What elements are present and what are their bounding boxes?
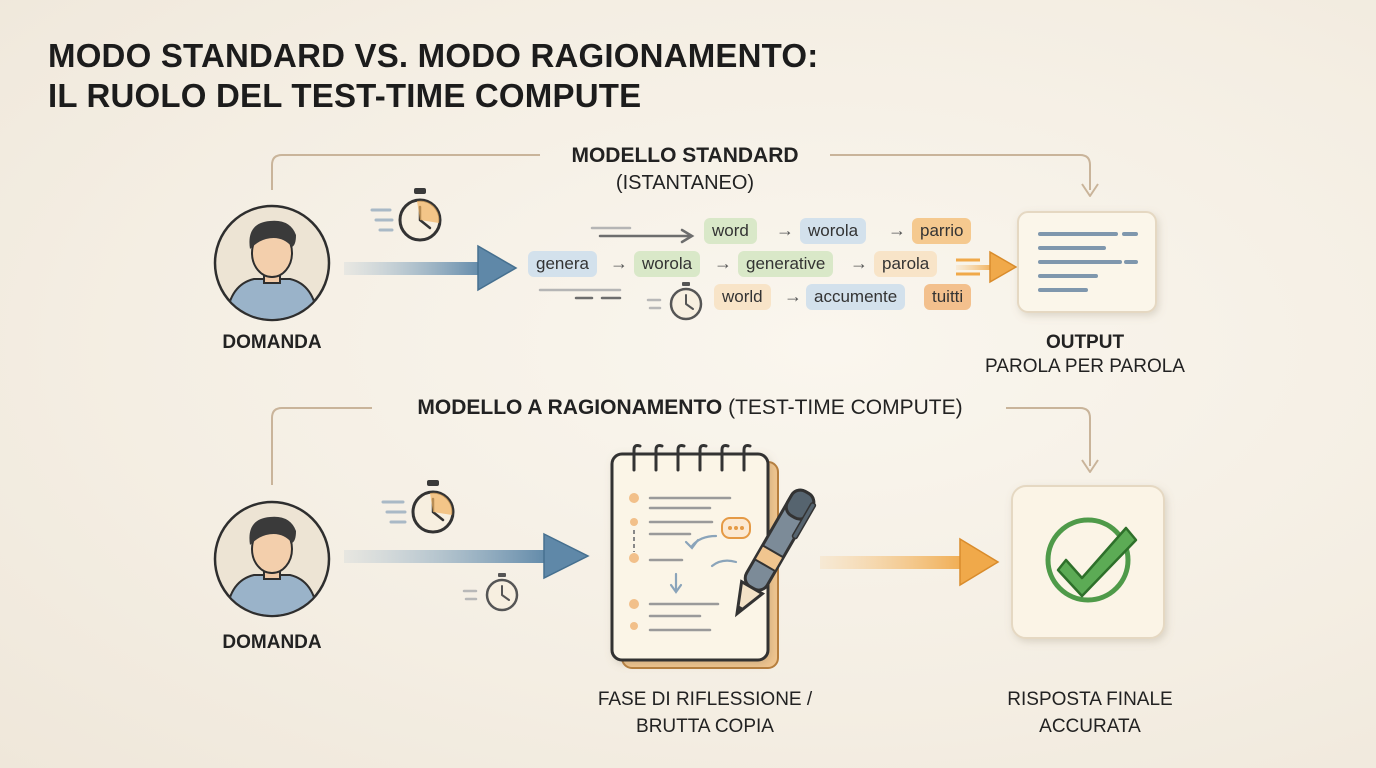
token-chip: genera [528,251,597,277]
token-chip: worola [634,251,701,277]
token-arrow: → [888,220,906,240]
output-arrow-reasoning [820,537,1000,587]
notepad-icon [610,444,779,669]
reasoning-heading-bold: MODELLO A RAGIONAMENTO [417,396,723,419]
token-chip: generative [738,251,834,277]
final-answer-line-1: RISPOSTA FINALE [1007,689,1173,710]
diagram-title: MODO STANDARD VS. MODO RAGIONAMENTO: IL … [48,36,818,116]
reflection-label-line-2: BRUTTA COPIA [636,716,774,737]
stopwatch-icon [370,188,442,242]
token-arrow: → [610,253,628,273]
stopwatch-icon [381,480,455,534]
reasoning-connector [271,407,1099,485]
standard-heading-text: MODELLO STANDARD [571,144,799,167]
final-answer-line-2: ACCURATA [1039,716,1141,737]
pen-icon [734,488,817,618]
reflection-label-line-1: FASE DI RIFLESSIONE / [597,689,813,710]
reasoning-heading-rest: (TEST-TIME COMPUTE) [728,396,963,419]
token-chip: parola [874,251,938,277]
output-label: OUTPUT [1045,332,1125,353]
input-arrow-standard [344,244,518,292]
token-arrow: → [784,286,802,306]
checkmark-icon [1011,485,1165,639]
final-answer-label: RISPOSTA FINALE ACCURATA [960,686,1220,740]
title-line-2: IL RUOLO DEL TEST-TIME COMPUTE [48,77,642,114]
stopwatch-icon [462,573,519,612]
input-arrow-reasoning [344,532,590,580]
domanda-label-reasoning: DOMANDA [222,632,322,653]
stopwatch-icon [646,282,703,321]
standard-subheading: (ISTANTANEO) [615,172,755,194]
token-speed-lines [538,226,695,300]
reasoning-heading: MODELLO A RAGIONAMENTO (TEST-TIME COMPUT… [370,396,1010,420]
standard-heading: MODELLO STANDARD [535,144,835,168]
token-chip: accumente [806,284,906,310]
token-arrow: → [776,220,794,240]
token-chip: worola [800,218,867,244]
token-chip: word [704,218,757,244]
token-chip: parrio [912,218,972,244]
token-chip: world [714,284,771,310]
output-sublabel: PAROLA PER PAROLA [985,356,1185,377]
person-icon [213,204,331,322]
document-icon [1017,211,1157,313]
standard-connector [271,154,1099,197]
domanda-label-standard: DOMANDA [222,332,322,353]
title-line-1: MODO STANDARD VS. MODO RAGIONAMENTO: [48,37,819,74]
reflection-phase-label: FASE DI RIFLESSIONE / BRUTTA COPIA [560,686,850,740]
output-arrow-standard [956,250,1018,284]
person-icon [213,500,331,618]
token-arrow: → [714,253,732,273]
token-chip: tuitti [924,284,972,310]
token-arrow: → [850,253,868,273]
